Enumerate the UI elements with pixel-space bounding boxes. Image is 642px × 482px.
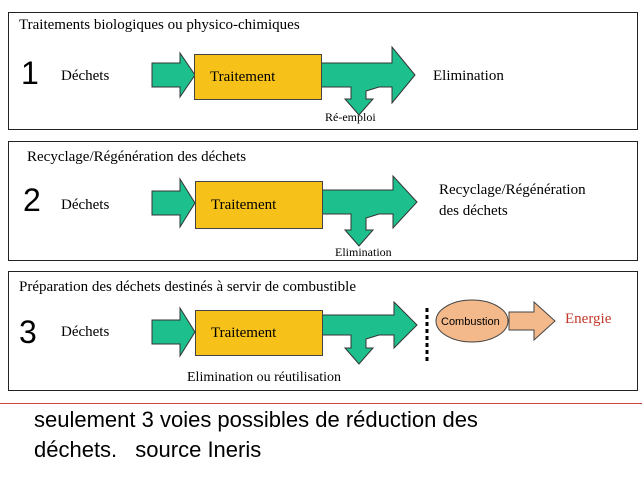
combustion-ellipse [435, 299, 509, 343]
input-arrow-2 [151, 177, 196, 229]
energy-arrow [508, 300, 556, 342]
panel-2-output-main-line2: des déchets [439, 203, 508, 219]
panel-2-output-main-line1: Recyclage/Régénération [439, 182, 586, 198]
panel-3-process-box: Traitement [195, 310, 323, 356]
panel-2-arrows [151, 174, 418, 247]
panel-3-process-label: Traitement [211, 325, 277, 341]
panel-1-number: 1 [21, 55, 39, 91]
panel-1-process-box: Traitement [194, 54, 322, 100]
panel-2-input-label: Déchets [61, 197, 110, 213]
input-arrow-1 [151, 51, 196, 99]
caption-line-2-part-a: déchets. [34, 437, 118, 462]
separator-line [0, 403, 642, 404]
panel-3-output-side: Elimination ou réutilisation [187, 370, 341, 385]
panel-3-title: Préparation des déchets destinés à servi… [19, 279, 356, 295]
panel-1-title: Traitements biologiques ou physico-chimi… [19, 17, 300, 33]
panel-3-arrows [151, 299, 556, 365]
combustion-label: Combustion [441, 316, 500, 328]
input-arrow-3 [151, 306, 196, 358]
panel-2-process-label: Traitement [211, 197, 277, 213]
panel-2-number: 2 [23, 182, 41, 218]
panel-2-process-box: Traitement [195, 181, 323, 229]
energy-label: Energie [565, 311, 612, 327]
caption-line-1: seulement 3 voies possibles de réduction… [34, 407, 478, 432]
panel-1-arrows [151, 45, 416, 116]
panel-1: Traitements biologiques ou physico-chimi… [8, 12, 638, 130]
panel-1-output-main: Elimination [433, 68, 504, 84]
panel-2: Recyclage/Régénération des déchets 2 Déc… [8, 141, 638, 261]
panel-1-process-label: Traitement [210, 69, 276, 85]
panel-1-input-label: Déchets [61, 68, 110, 84]
panel-3-input-label: Déchets [61, 324, 110, 340]
output-arrow-3 [320, 300, 418, 365]
panel-1-output-side: Ré-emploi [325, 110, 376, 124]
output-arrow-1 [320, 45, 416, 116]
panel-2-title: Recyclage/Régénération des déchets [27, 149, 247, 165]
output-arrow-2 [320, 174, 418, 247]
caption-line-2: déchets. source Ineris [34, 437, 261, 463]
panel-3: Préparation des déchets destinés à servi… [8, 271, 638, 391]
caption-line-2-part-b: source Ineris [135, 437, 262, 462]
panel-3-number: 3 [19, 314, 37, 350]
panel-2-output-side: Elimination [335, 245, 392, 259]
